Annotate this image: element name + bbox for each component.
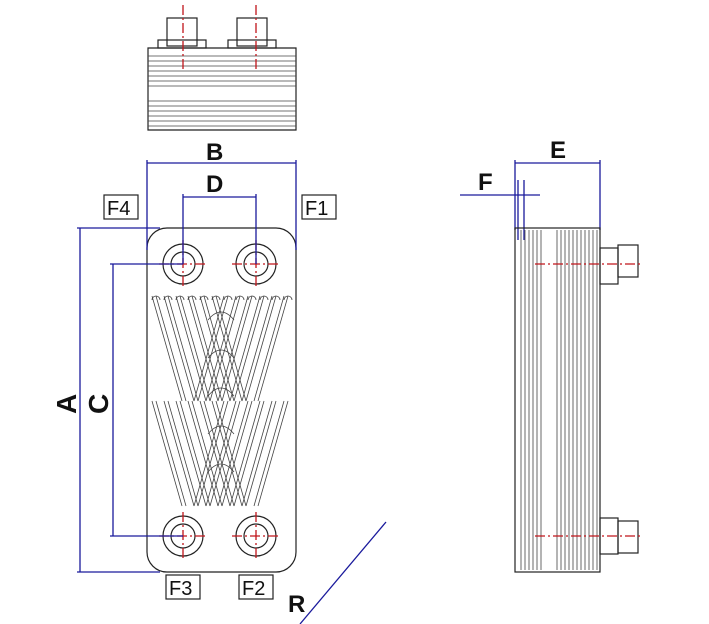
side-body	[514, 227, 601, 573]
top-body	[147, 47, 297, 131]
side-view	[514, 227, 640, 573]
label-A: A	[51, 394, 82, 414]
label-B: B	[206, 139, 223, 166]
top-view	[147, 5, 297, 131]
dim-R-line	[299, 521, 387, 624]
label-F2: F2	[242, 578, 265, 600]
top-port-right	[236, 17, 268, 47]
port-4	[232, 512, 280, 560]
label-E: E	[550, 137, 566, 164]
label-R: R	[288, 591, 305, 618]
front-view	[146, 227, 297, 573]
label-C: C	[83, 394, 114, 414]
label-F4: F4	[107, 198, 130, 220]
side-port-top	[599, 247, 619, 285]
label-F1: F1	[305, 198, 328, 220]
top-port-left	[166, 17, 198, 47]
label-F: F	[478, 169, 493, 196]
label-D: D	[206, 171, 223, 198]
label-F3: F3	[169, 578, 192, 600]
chevron-pattern	[151, 295, 293, 507]
dimensions	[77, 160, 601, 624]
plate-outline	[146, 227, 297, 573]
